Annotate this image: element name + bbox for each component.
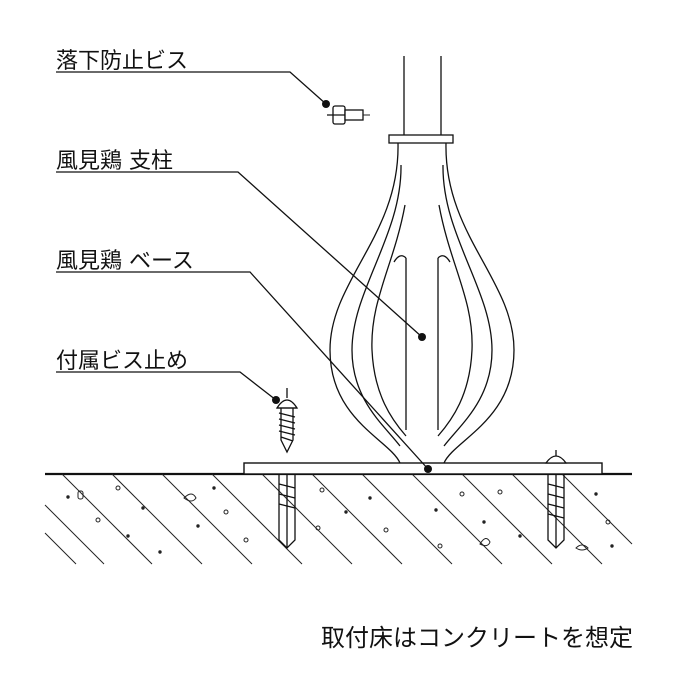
pole	[388, 56, 454, 144]
label-text: 落下防止ビス	[56, 49, 188, 74]
label-text: 風見鶏 支柱	[56, 149, 173, 174]
label-fall-prevention-screw: 落下防止ビス	[56, 49, 330, 108]
concrete-floor	[44, 472, 633, 565]
concrete-aggregate	[66, 485, 614, 554]
label-pole: 風見鶏 支柱	[56, 149, 426, 341]
concrete-hatching	[44, 473, 633, 565]
fall-prevention-screw	[327, 105, 370, 125]
left-anchor	[278, 474, 296, 549]
ornamental-base	[329, 142, 515, 464]
base-plate	[243, 462, 603, 475]
label-included-screw: 付属ビス止め	[56, 349, 280, 404]
label-base: 風見鶏 ベース	[56, 249, 432, 473]
included-screw	[275, 388, 299, 454]
label-text: 付属ビス止め	[56, 349, 188, 374]
label-text: 風見鶏 ベース	[56, 249, 194, 274]
floor-note: 取付床はコンクリートを想定	[321, 624, 633, 652]
right-anchor	[544, 450, 568, 549]
